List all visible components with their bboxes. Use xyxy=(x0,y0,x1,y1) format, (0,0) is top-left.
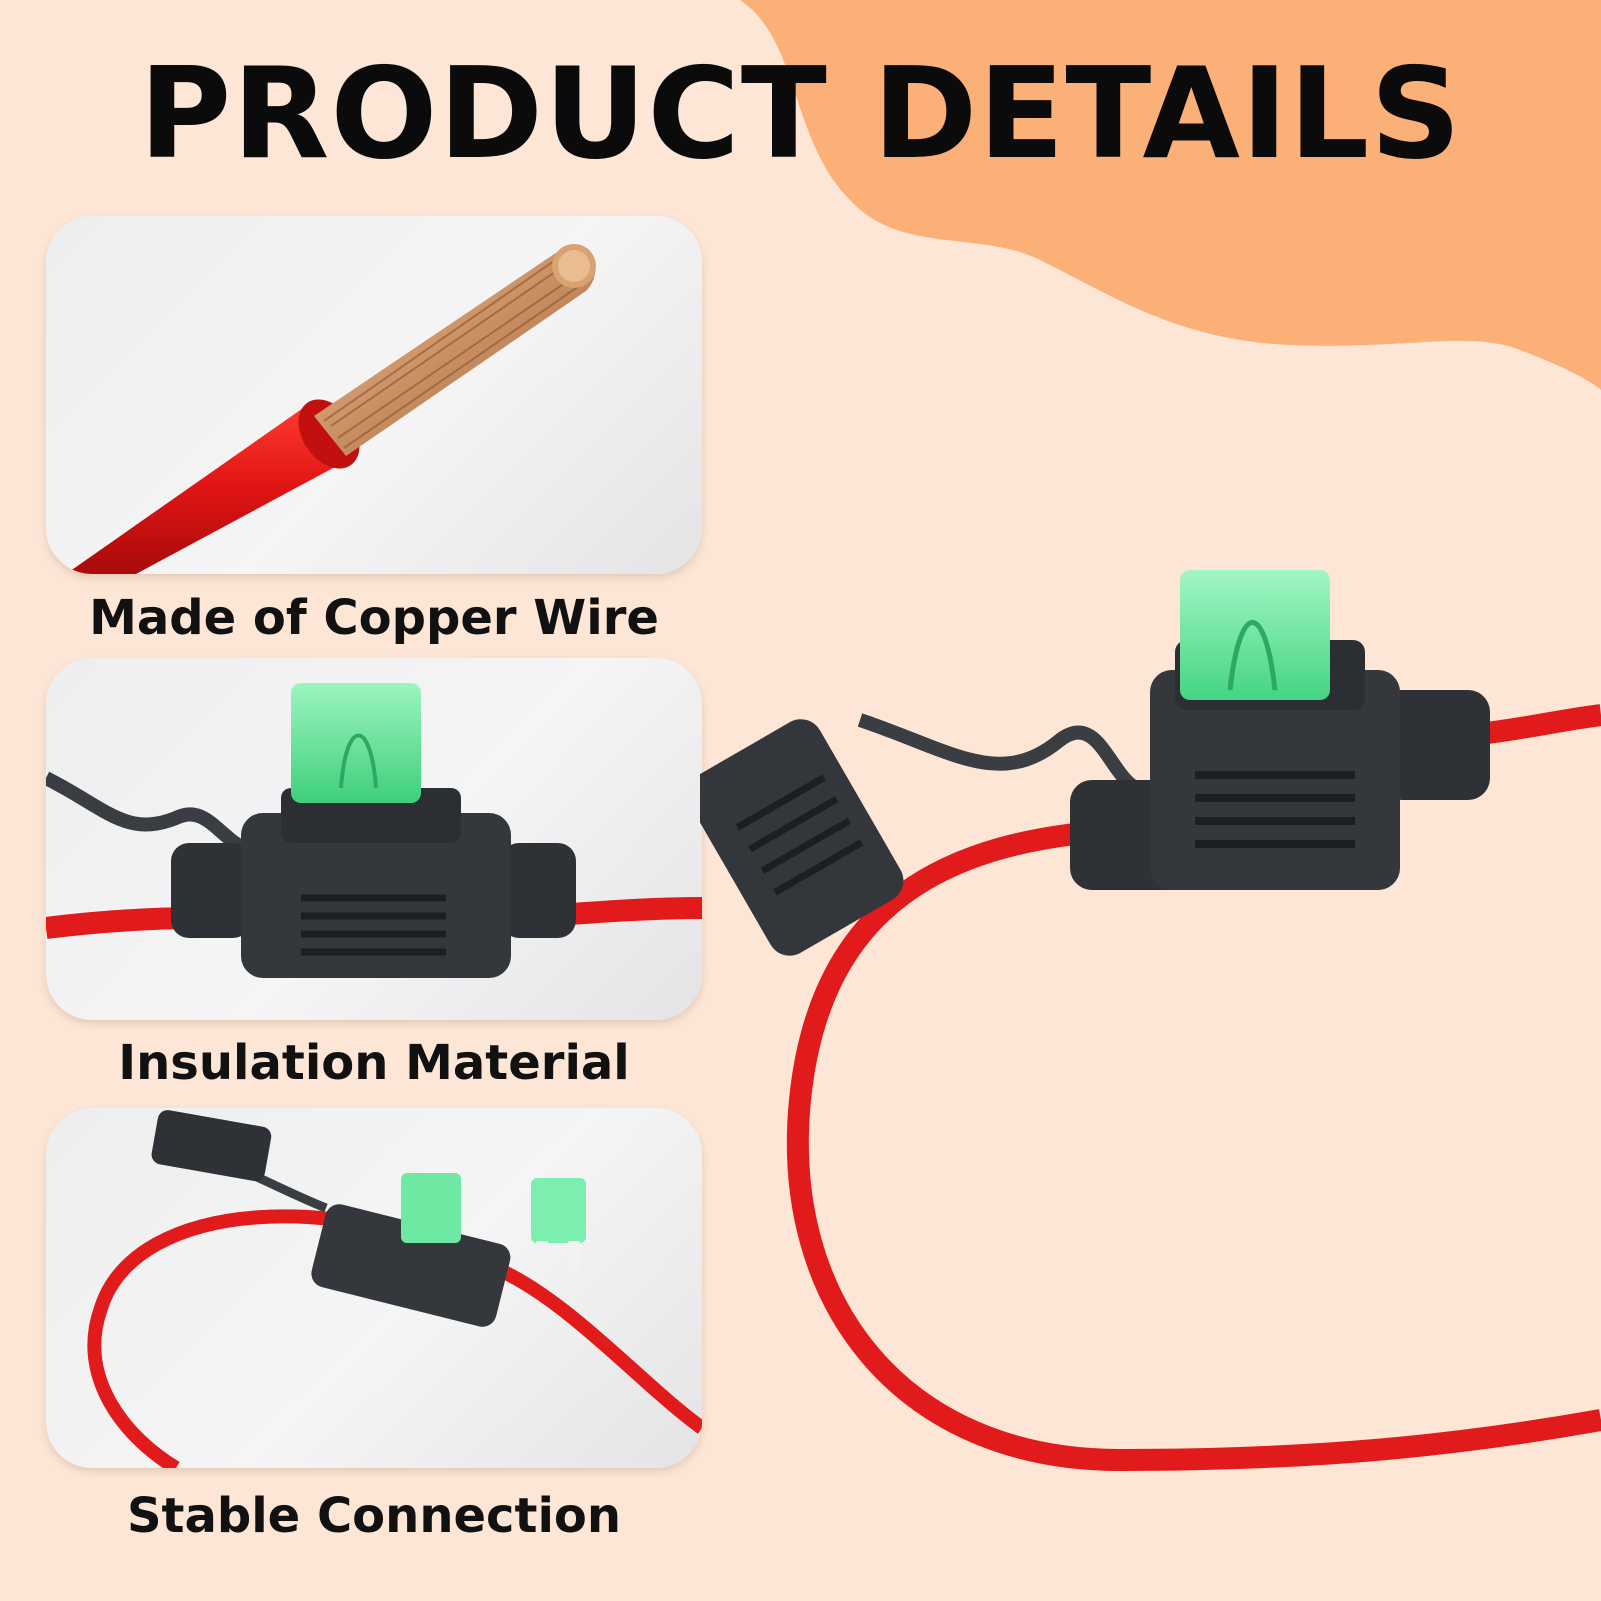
fuse-holder-spare-image xyxy=(46,1108,702,1468)
fuse-holder-image xyxy=(46,658,702,1020)
caption-insulation: Insulation Material xyxy=(118,1035,630,1091)
copper-wire-image xyxy=(46,216,702,574)
caption-stable-connection: Stable Connection xyxy=(126,1488,622,1544)
fuse-holder-hero-image xyxy=(700,570,1601,1472)
caption-copper-wire: Made of Copper Wire xyxy=(89,590,659,646)
page-title: PRODUCT DETAILS xyxy=(139,40,1462,187)
